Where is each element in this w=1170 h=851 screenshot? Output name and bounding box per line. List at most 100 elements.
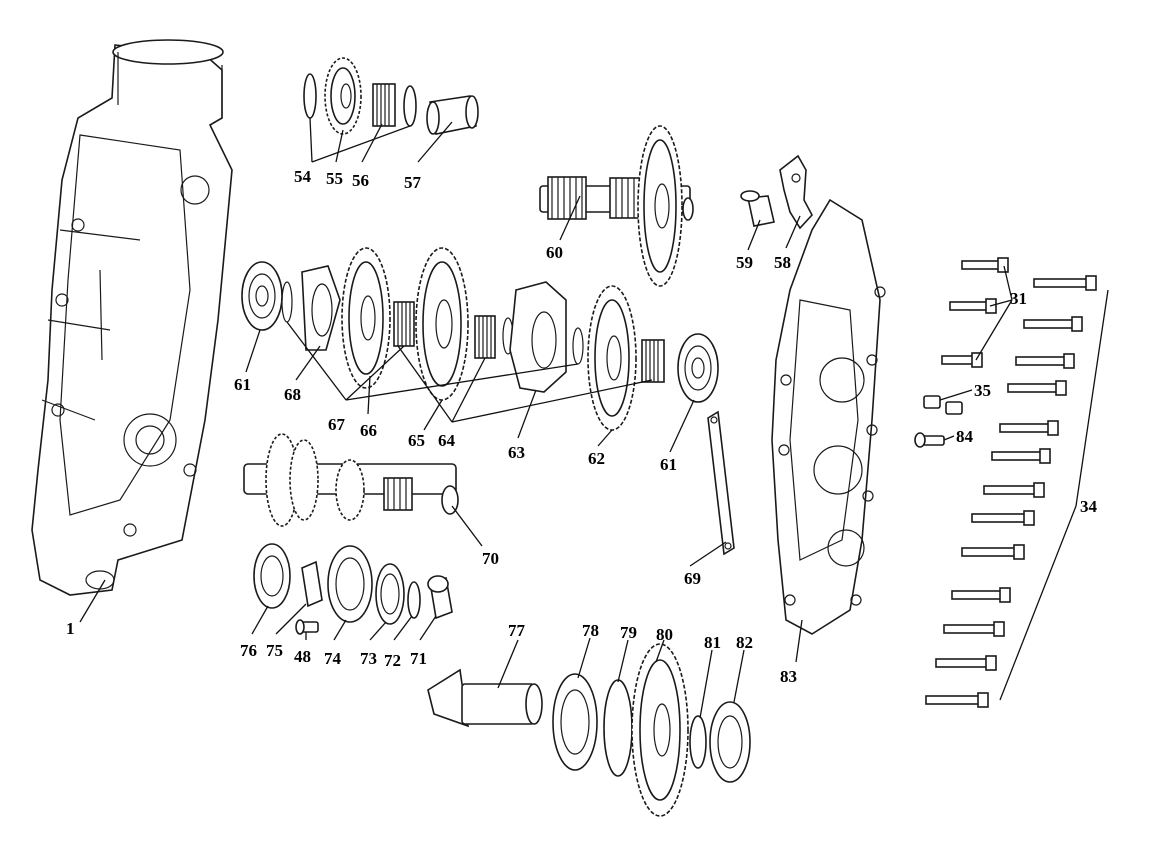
callout-57: 57 [404,173,422,192]
callout-83: 83 [780,667,797,686]
callout-35: 35 [974,381,991,400]
bolt-icon [983,482,1045,498]
bolt-icon [961,257,1009,273]
lever-58-icon [779,154,813,230]
seal-73-icon [375,563,405,625]
callout-62: 62 [588,449,605,468]
callout-48: 48 [294,647,311,666]
gear-55-icon [324,57,362,135]
callout-1: 1 [66,619,75,638]
crankcase-left-half [31,39,233,596]
bolt-icon [951,587,1011,603]
bolt-icon [949,298,997,314]
crankcase-cover-83 [771,198,886,635]
leader-lines [79,117,1109,719]
bushing-71-icon [427,575,453,620]
parts-54-57 [303,57,479,135]
bolt-icon [1033,275,1097,291]
ring-79-icon [603,679,633,777]
bearing-78-icon [552,673,598,771]
shaft-70-icon [243,433,459,527]
shaft-60-icon [539,125,694,287]
callout-58: 58 [774,253,791,272]
bearing-61b-icon [677,333,719,403]
callout-76: 76 [240,641,257,660]
pin-48-icon [295,619,319,635]
callout-65: 65 [408,431,425,450]
bolt-icon [1007,380,1067,396]
bolt-icon [961,544,1025,560]
callout-68: 68 [284,385,301,404]
bolts-31 [941,257,1009,368]
parts-58-59 [740,154,813,230]
bolt-icon [935,655,997,671]
callout-54: 54 [294,167,312,186]
callout-79: 79 [620,623,637,642]
bolt-icon [991,448,1051,464]
washer-54b [403,85,417,127]
bolts-34 [925,275,1097,708]
callout-71: 71 [410,649,427,668]
parts-71-76 [253,543,453,635]
callout-72: 72 [384,651,401,670]
callout-73: 73 [360,649,377,668]
needle-bearing-67-icon [393,301,415,347]
callout-81: 81 [704,633,721,652]
needle-bearing-56-icon [372,83,396,127]
gear-80-icon [631,643,689,817]
dowels-35 [923,395,963,415]
pin-84-icon [914,432,945,448]
ring-81-icon [689,715,707,769]
callout-56: 56 [352,171,369,190]
gear-65-icon [415,247,469,401]
bolt-icon [999,420,1059,436]
bolt-icon [1015,353,1075,369]
circlip-67a [281,281,293,323]
callout-66: 66 [360,421,377,440]
callout-80: 80 [656,625,673,644]
callout-55: 55 [326,169,343,188]
callout-70: 70 [482,549,499,568]
bearing-82-icon [709,701,751,783]
bearing-61a-icon [241,261,283,331]
needle-bearing-64-icon [474,315,496,359]
callout-labels: 1 54 55 56 57 60 59 58 61 68 67 66 65 64… [66,167,1098,686]
callout-59: 59 [736,253,753,272]
bolt-icon [1023,316,1083,332]
callout-84: 84 [956,427,974,446]
callout-77: 77 [508,621,526,640]
callout-63: 63 [508,443,525,462]
callout-60: 60 [546,243,563,262]
gear-66-icon [341,247,391,389]
callout-64: 64 [438,431,456,450]
ring-72-icon [407,581,421,619]
circlip-67b [572,327,584,365]
callout-82: 82 [736,633,753,652]
callout-74: 74 [324,649,342,668]
parts-77-82 [427,643,751,817]
bolt-icon [943,621,1005,637]
bevel-shaft-77-icon [427,668,543,728]
strap-69-icon [707,410,735,556]
shift-fork-63-icon [509,281,567,393]
part-68-icon [301,265,341,351]
callout-61a: 61 [234,375,251,394]
gear-cluster-61-68 [241,247,719,431]
callout-67: 67 [328,415,346,434]
callout-31: 31 [1010,289,1027,308]
callout-34: 34 [1080,497,1098,516]
bolt-icon [971,510,1035,526]
bearing-74-icon [327,545,373,623]
gear-62-icon [587,285,637,431]
needle-bearing-64b-icon [641,339,665,383]
callout-61b: 61 [660,455,677,474]
callout-75: 75 [266,641,283,660]
washer-54a [303,73,317,119]
callout-69: 69 [684,569,701,588]
plate-75-icon [301,560,323,608]
bolt-icon [925,692,989,708]
bushing-57-icon [426,95,479,135]
callout-78: 78 [582,621,599,640]
bearing-76-icon [253,543,291,609]
